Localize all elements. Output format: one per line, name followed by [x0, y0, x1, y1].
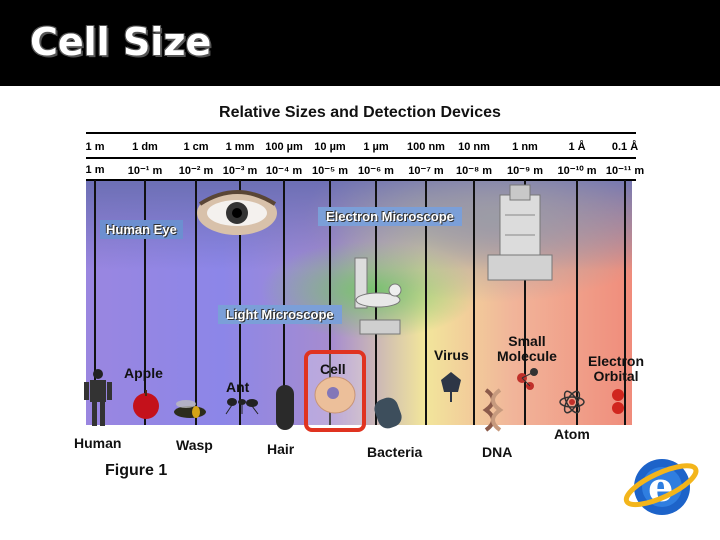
scale-bottom-label: 10⁻¹¹ m	[606, 164, 644, 177]
scale-bottom-label: 10⁻⁹ m	[507, 164, 543, 177]
scale-bottom-label: 10⁻¹ m	[128, 164, 163, 177]
scale-bottom-label: 10⁻² m	[179, 164, 214, 177]
label-virus: Virus	[434, 348, 469, 363]
label-human: Human	[74, 436, 121, 451]
scale-top-label: 10 µm	[314, 141, 345, 153]
scale-top-label: 10 nm	[458, 141, 490, 153]
banner-human-eye: Human Eye	[100, 220, 183, 239]
scale-top-label: 100 nm	[407, 141, 445, 153]
eye-icon	[197, 191, 277, 235]
label-apple: Apple	[124, 366, 163, 381]
hair-icon	[276, 385, 294, 430]
scale-top-label: 100 µm	[265, 141, 303, 153]
scale-bottom-label: 10⁻¹⁰ m	[558, 164, 597, 177]
label-small-molecule: Small Molecule	[497, 334, 557, 364]
label-atom: Atom	[554, 427, 590, 442]
scale-bottom-label: 10⁻⁴ m	[266, 164, 302, 177]
scale-bottom-label: 10⁻⁶ m	[358, 164, 394, 177]
label-electron-orbital: Electron Orbital	[588, 354, 644, 384]
scale-top-label: 1 µm	[363, 141, 388, 153]
scale-bottom-label: 10⁻⁷ m	[408, 164, 443, 177]
label-cell: Cell	[320, 362, 346, 377]
scale-bottom-label: 10⁻⁵ m	[312, 164, 348, 177]
scale-top-label: 1 dm	[132, 141, 158, 153]
internet-explorer-logo-icon: e	[622, 458, 701, 515]
scale-top-label: 1 mm	[226, 141, 255, 153]
label-wasp: Wasp	[176, 438, 213, 453]
figure-caption: Figure 1	[105, 462, 167, 480]
scale-bottom-label: 10⁻⁸ m	[456, 164, 492, 177]
label-hair: Hair	[267, 442, 294, 457]
scale-top-label: 1 Å	[568, 141, 585, 153]
scale-bottom-label: 1 m	[86, 164, 105, 176]
label-ant: Ant	[226, 380, 249, 395]
scale-top-label: 1 nm	[512, 141, 538, 153]
banner-electron-microscope: Electron Microscope	[318, 207, 462, 226]
label-bacteria: Bacteria	[367, 445, 422, 460]
scale-top-label: 0.1 Å	[612, 141, 638, 153]
scale-bottom-label: 10⁻³ m	[223, 164, 258, 177]
banner-light-microscope: Light Microscope	[218, 305, 342, 324]
label-dna: DNA	[482, 445, 512, 460]
scale-top-label: 1 cm	[183, 141, 208, 153]
scale-top-label: 1 m	[86, 141, 105, 153]
